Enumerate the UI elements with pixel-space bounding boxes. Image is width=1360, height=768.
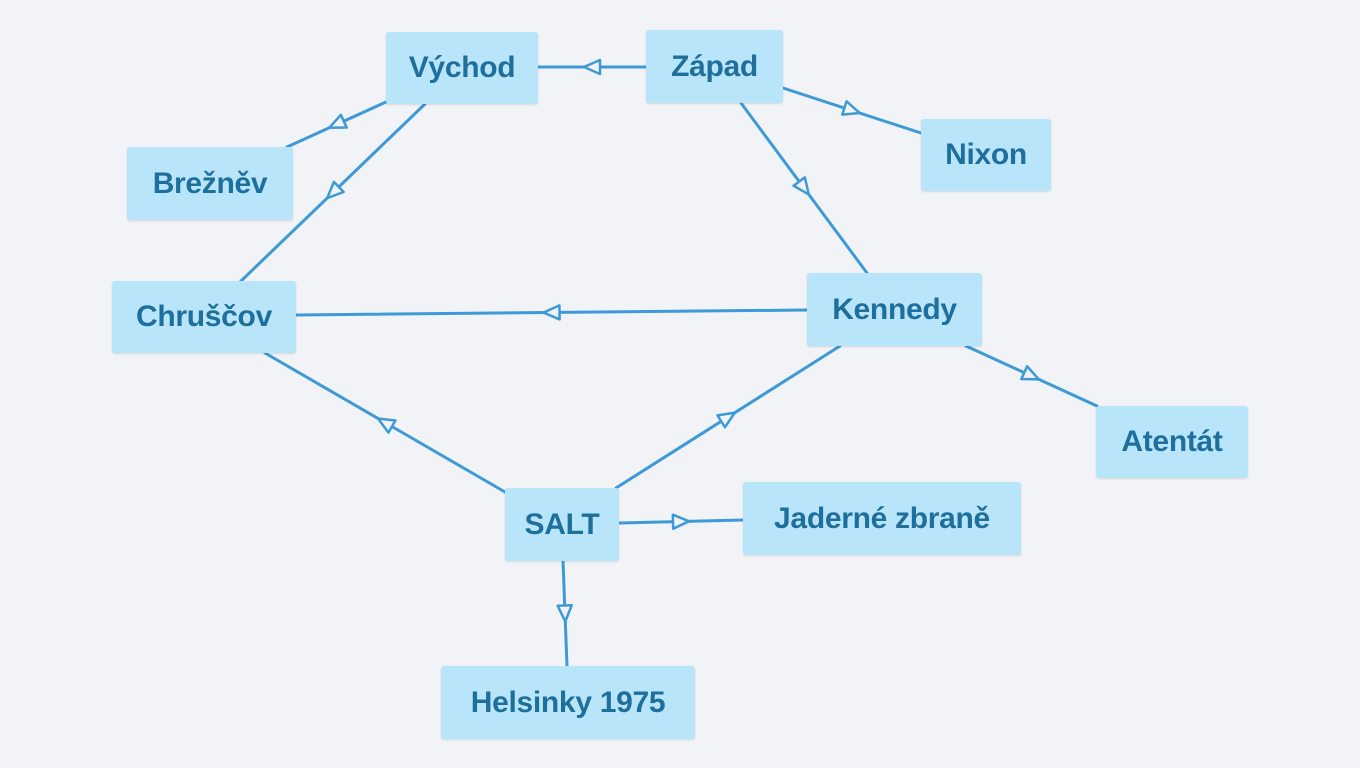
arrowhead-salt-helsinky	[556, 603, 573, 623]
arrowhead-zapad-nixon	[840, 100, 861, 116]
node-atentat[interactable]: Atentát	[1096, 406, 1248, 478]
node-breznev[interactable]: Brežněv	[127, 147, 293, 220]
arrowhead-vychod-breznev	[327, 113, 348, 130]
node-jaderne-zbrane[interactable]: Jaderné zbraně	[743, 482, 1021, 555]
arrowhead-kennedy-atentat	[1020, 365, 1041, 381]
node-chruscov[interactable]: Chruščov	[112, 281, 296, 353]
node-kennedy[interactable]: Kennedy	[807, 273, 982, 346]
arrowhead-vychod-chruscov	[325, 180, 345, 200]
node-helsinky-1975[interactable]: Helsinky 1975	[441, 666, 695, 739]
arrowhead-kennedy-chruscov	[542, 304, 561, 321]
node-zapad[interactable]: Západ	[646, 30, 783, 103]
node-nixon[interactable]: Nixon	[921, 119, 1051, 191]
node-salt[interactable]: SALT	[505, 488, 619, 561]
arrowhead-zapad-vychod	[582, 58, 602, 76]
arrowhead-salt-chruscov	[376, 417, 397, 434]
arrowhead-zapad-kennedy	[792, 176, 811, 196]
arrowhead-salt-jaderne_zbrane	[671, 513, 691, 530]
arrowhead-salt-kennedy	[716, 411, 737, 429]
node-vychod[interactable]: Východ	[386, 32, 538, 104]
